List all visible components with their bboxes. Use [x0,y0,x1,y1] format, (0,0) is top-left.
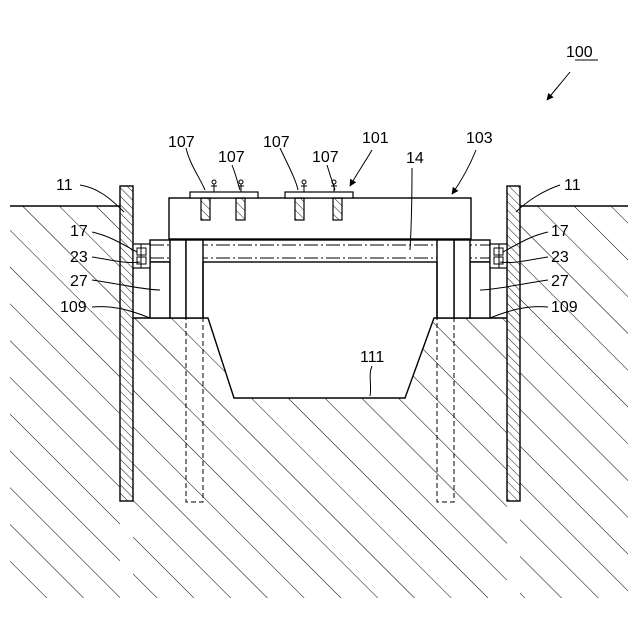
label-11-left: 11 [56,177,73,194]
wall-left [120,186,133,501]
label-100: 100 [566,44,593,61]
label-107-1: 107 [168,134,195,151]
support-left-inner [170,240,186,318]
label-17-right: 17 [551,223,569,240]
label-103: 103 [466,130,493,147]
ground-hatch [10,206,120,598]
label-107-4: 107 [312,149,339,166]
arrow-100 [547,72,570,100]
label-111: 111 [360,349,384,366]
label-109-right: 109 [551,299,578,316]
wall-right [507,186,520,501]
label-23-right: 23 [551,249,569,266]
label-17-left: 17 [70,223,88,240]
label-27-right: 27 [551,273,569,290]
label-109-left: 109 [60,299,87,316]
track-slab [169,198,471,239]
label-27-left: 27 [70,273,88,290]
label-23-left: 23 [70,249,88,266]
support-left-post [186,240,203,318]
label-107-3: 107 [263,134,290,151]
leader-101 [350,150,372,186]
support-right-post [437,240,454,318]
ground-hatch-center [133,318,507,598]
label-14: 14 [406,150,424,167]
label-107-2: 107 [218,149,245,166]
bearing-right [490,244,507,268]
ground-hatch-right [520,206,628,598]
label-101: 101 [362,130,389,147]
label-11-right: 11 [564,177,581,194]
bearing-left [133,244,150,268]
trough-wall [203,262,437,318]
leader-103 [452,150,476,194]
support-right-inner [454,240,470,318]
